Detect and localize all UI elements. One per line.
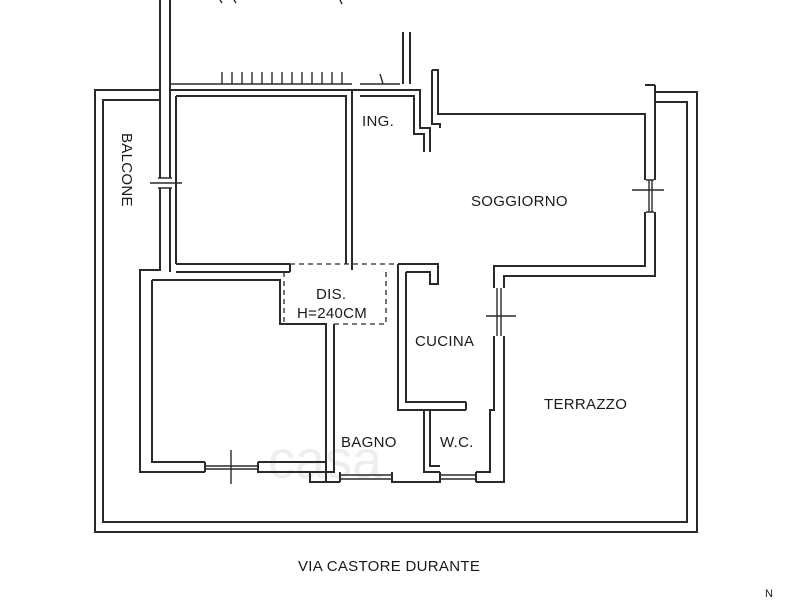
label-ceiling-height: H=240CM <box>297 305 367 322</box>
label-wc: W.C. <box>440 434 474 451</box>
label-bagno: BAGNO <box>341 434 397 451</box>
corridor-outline <box>283 263 398 325</box>
stair-railing <box>159 0 411 90</box>
outer-boundary <box>94 89 698 533</box>
label-soggiorno: SOGGIORNO <box>471 193 568 210</box>
north-marker: N <box>765 588 773 600</box>
bathrooms <box>309 324 477 483</box>
street-name: VIA CASTORE DURANTE <box>298 558 480 575</box>
label-balcone: BALCONE <box>118 133 135 207</box>
label-ingresso: ING. <box>362 113 394 130</box>
kitchen <box>397 263 516 483</box>
label-terrazzo: TERRAZZO <box>544 396 627 413</box>
label-cucina: CUCINA <box>415 333 474 350</box>
label-disimpegno: DIS. <box>316 286 346 303</box>
entrance-area <box>352 69 664 288</box>
bedroom-upper <box>139 89 353 473</box>
bedroom-lower <box>151 279 327 484</box>
